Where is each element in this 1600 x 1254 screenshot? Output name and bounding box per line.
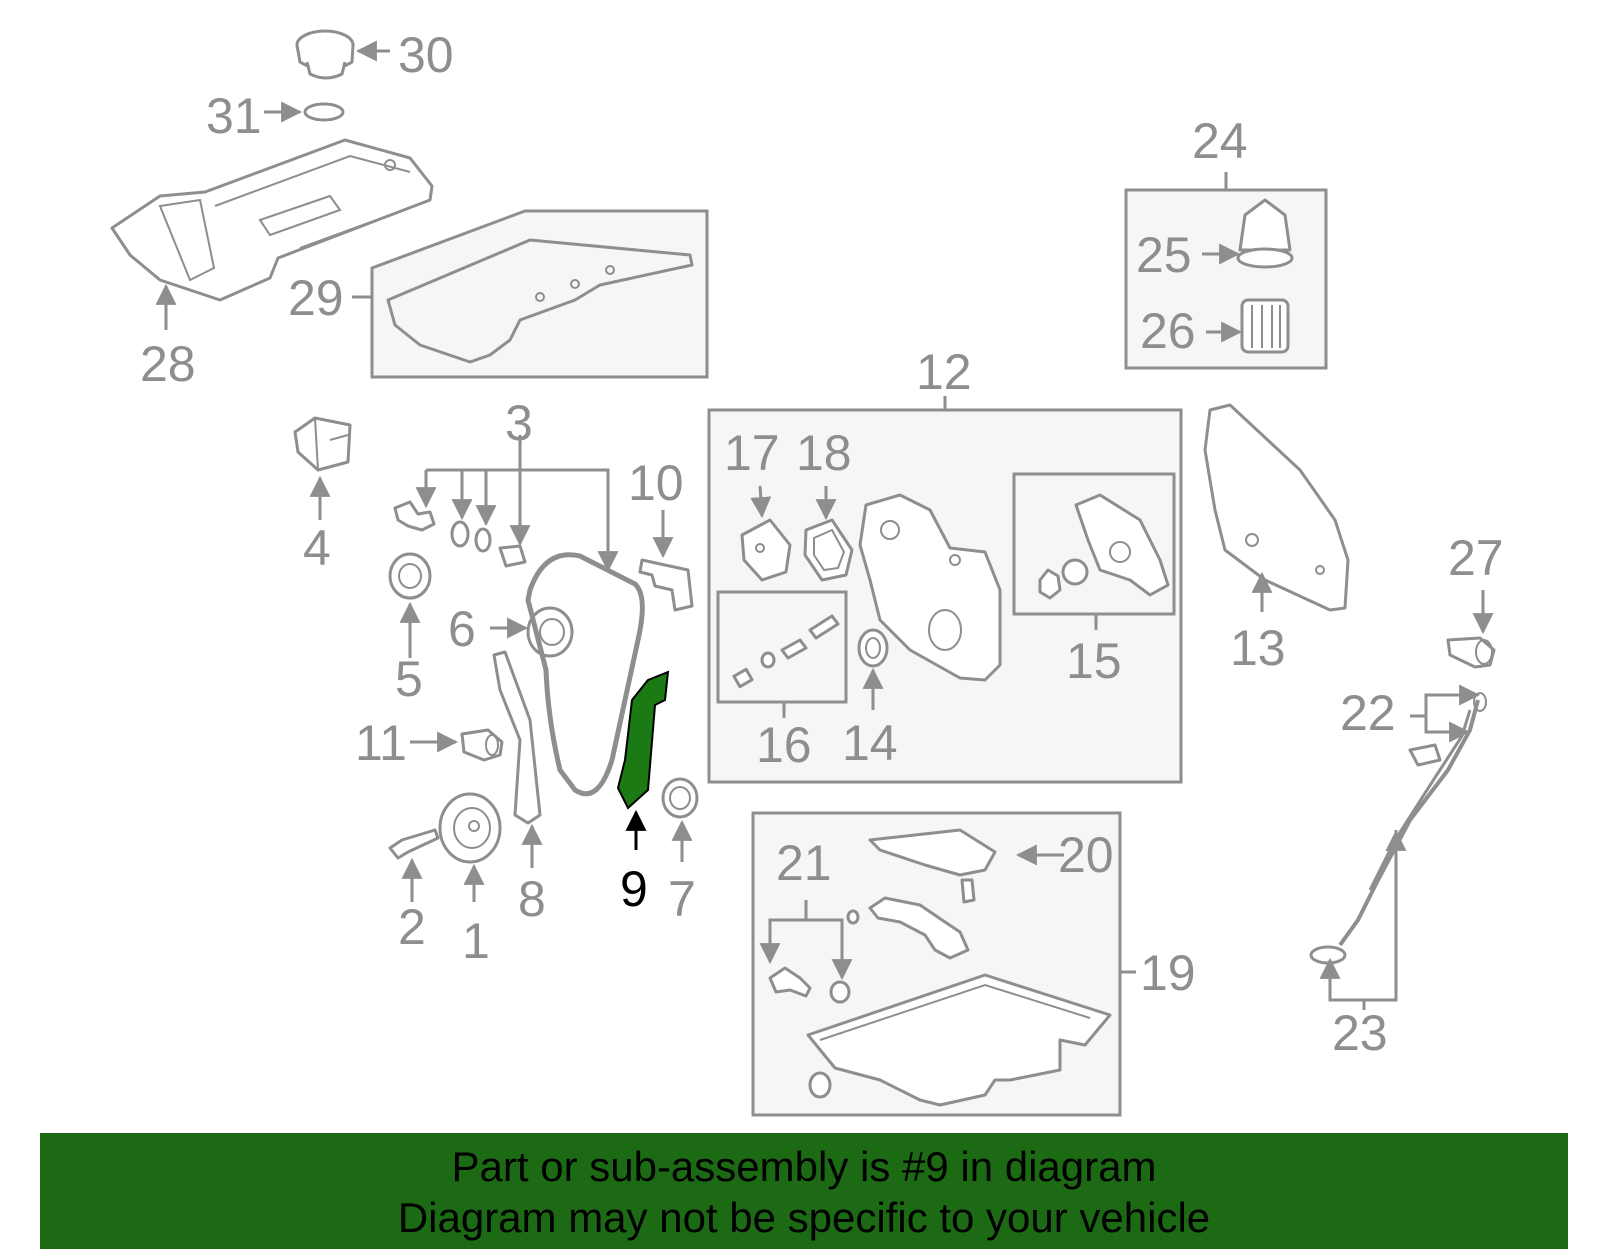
callout-21: 21 [776,835,832,891]
timing-chain [525,552,645,797]
callout-10: 10 [628,455,684,511]
sleeve-part-3 [498,544,527,568]
bolt-part-21 [768,966,812,998]
crank-pulley-part-1 [438,792,502,864]
seal-part-5 [388,552,432,600]
o-ring-part-3a [450,520,470,548]
gasket-box-29 [370,209,709,379]
callout-5: 5 [395,651,423,707]
seal-part-14 [857,628,889,668]
callout-28: 28 [140,336,196,392]
oil-pan [806,973,1112,1107]
oil-filler-cap [295,29,355,80]
callout-22: 22 [1340,685,1396,741]
callout-8: 8 [518,871,546,927]
callout-26: 26 [1140,303,1196,359]
filter-element-part-26 [1240,298,1290,354]
callout-23: 23 [1332,1005,1388,1061]
callout-7: 7 [668,871,696,927]
camshaft-cover [110,138,434,302]
sensor-part-11 [460,728,504,762]
gasket-part-17 [740,518,792,582]
callout-2: 2 [398,899,426,955]
sensor-part-27 [1446,636,1496,669]
cover-gasket-part-13 [1203,403,1350,612]
seal-part-7 [661,777,699,819]
o-ring-part-3b [474,527,492,553]
callout-30: 30 [398,27,454,83]
callout-31: 31 [206,88,262,144]
callout-9: 9 [620,861,648,917]
tensioner-arm-part-8 [492,650,542,825]
callout-27: 27 [1448,530,1504,586]
oil-pump-part-15 [1038,493,1170,600]
callout-25: 25 [1136,227,1192,283]
engine-front-cover [858,493,1002,682]
callout-1: 1 [462,913,490,969]
callout-labels: 30 31 28 29 3 4 10 5 6 11 8 9 7 2 1 12 1… [140,27,1504,1061]
callout-12: 12 [916,344,972,400]
filter-cap-part-25 [1236,198,1294,269]
bolt-part-3 [393,500,436,532]
timing-chain-guide-part-9[interactable] [616,670,670,810]
callout-24: 24 [1192,113,1248,169]
banner-line-2: Diagram may not be specific to your vehi… [397,1194,1211,1241]
callout-14: 14 [842,715,898,771]
bolt-part-2 [388,828,440,860]
callout-16: 16 [756,717,812,773]
oil-cap-seal [303,102,345,122]
oil-pickup-tube [846,878,976,960]
callout-17: 17 [724,425,780,481]
bracket-part-4 [293,416,352,472]
callout-15: 15 [1066,633,1122,689]
callout-29: 29 [288,270,344,326]
callout-11: 11 [355,715,407,771]
guide-part-10 [638,558,694,612]
leader-lines [155,40,1494,1010]
washer-part-21 [829,980,851,1004]
callout-18: 18 [796,425,852,481]
callout-19: 19 [1140,945,1196,1001]
callout-6: 6 [448,601,476,657]
relief-valve-part-16 [732,614,840,689]
callout-13: 13 [1230,620,1286,676]
baffle-part-20 [868,828,997,877]
callout-4: 4 [303,520,331,576]
callout-3: 3 [505,395,533,451]
info-banner: Part or sub-assembly is #9 in diagram Di… [40,1133,1568,1249]
banner-line-1: Part or sub-assembly is #9 in diagram [451,1143,1157,1190]
callout-20: 20 [1058,827,1114,883]
